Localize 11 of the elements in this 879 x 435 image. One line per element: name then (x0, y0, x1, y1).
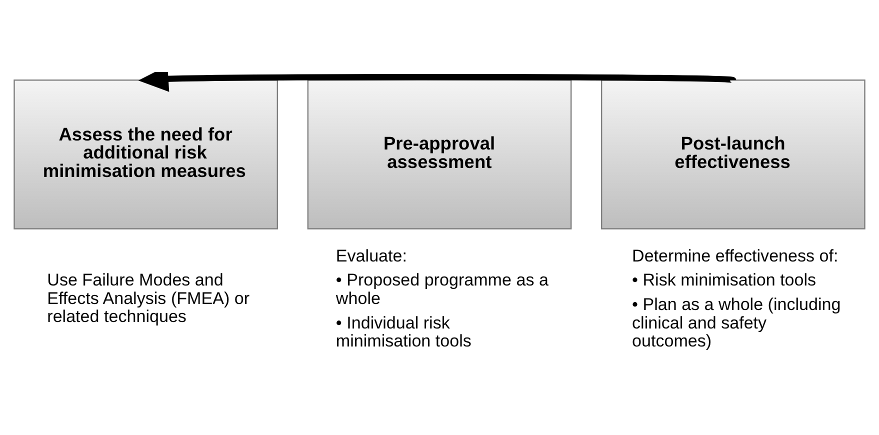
node-label: Determine effectiveness of: (632, 246, 838, 265)
node-label: Use Failure Modes and Effects Analysis (FMEA) or related techniques (47, 270, 250, 326)
node-box: Assess the need for additional risk minimisation measures (14, 78, 278, 229)
node-label: • Risk minimisation tools (632, 270, 816, 290)
node-label: • Individual risk minimisation tools (336, 312, 472, 350)
node-label: • Plan as a whole (including clinical and safety outcomes) (632, 294, 841, 350)
node-box: Pre-approval assessment (307, 78, 572, 229)
node-label: • Proposed programme as a whole (336, 270, 548, 308)
node-label: Evaluate: (336, 246, 408, 265)
arrow (138, 72, 734, 92)
node-box: Post-launch effectiveness (600, 78, 866, 229)
